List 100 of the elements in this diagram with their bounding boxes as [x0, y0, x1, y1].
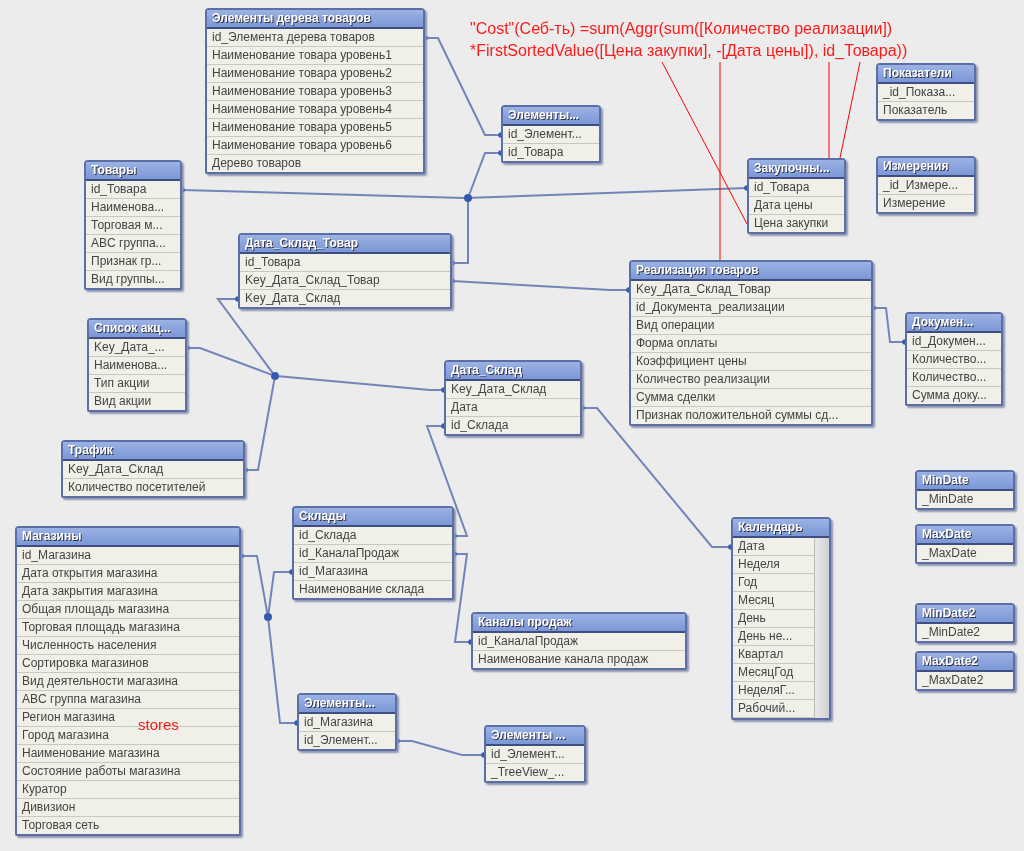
field-name: Торговая площадь магазина — [22, 619, 180, 636]
table-title: MaxDate — [922, 526, 972, 543]
table-box — [915, 524, 1015, 564]
field-name: _MaxDate — [922, 545, 977, 562]
field-name: id_Элемента дерева товаров — [212, 29, 375, 46]
field-name: Численность населения — [22, 637, 157, 654]
table-title: Дата_Склад_Товар — [245, 235, 358, 252]
field-name: Key_Дата_Склад — [68, 461, 164, 478]
field-name: Цена закупки — [754, 215, 829, 232]
field-name: НеделяГ... — [738, 682, 795, 699]
table-box — [238, 233, 452, 309]
field-name: _MaxDate2 — [922, 672, 984, 689]
field-name: id_Элемент... — [304, 732, 378, 749]
field-name: Дивизион — [22, 799, 76, 816]
field-name: ABC группа... — [91, 235, 166, 252]
leader-line — [828, 61, 830, 159]
field-name: id_КаналаПродаж — [478, 633, 579, 650]
field-name: Key_Дата_Склад — [245, 290, 341, 307]
table-box — [84, 160, 182, 290]
field-name: День — [738, 610, 766, 627]
table-title: Список акц... — [94, 320, 171, 337]
field-name: id_Товара — [508, 144, 564, 161]
field-name: Количество... — [912, 369, 987, 386]
field-name: Признак гр... — [91, 253, 162, 270]
field-name: Наименование товара уровень2 — [212, 65, 392, 82]
field-name: Сортировка магазинов — [22, 655, 149, 672]
table-title: Реализация товаров — [636, 262, 759, 279]
table-box — [471, 612, 687, 670]
field-name: Вид группы... — [91, 271, 165, 288]
table-box — [629, 260, 873, 426]
table-title: Дата_Склад — [451, 362, 523, 379]
table-title: MinDate2 — [922, 605, 976, 622]
formula-annotation: "Cost"(Себ-ть) =sum(Aggr(sum([Количество реализации]) *FirstSortedValue([Цена закупки], -[Дата цены]), id_Товара)) — [470, 18, 955, 62]
table-box — [297, 693, 397, 751]
field-name: id_Товара — [91, 181, 147, 198]
connector-line — [425, 423, 469, 539]
field-name: Дата закрытия магазина — [22, 583, 158, 600]
table-title: MinDate — [922, 472, 969, 489]
field-name: Торговая сеть — [22, 817, 100, 834]
table-title: Закупочны... — [754, 160, 830, 177]
field-name: id_Товара — [245, 254, 301, 271]
table-title: Элементы... — [508, 107, 580, 124]
table-title: Докумен... — [912, 314, 974, 331]
table-box — [747, 158, 846, 234]
field-name: Количество... — [912, 351, 987, 368]
table-box — [61, 440, 245, 498]
field-name: Рабочий... — [738, 700, 796, 717]
field-name: Неделя — [738, 556, 780, 573]
field-name: Наименова... — [94, 357, 168, 374]
field-name: id_Элемент... — [491, 746, 565, 763]
annotation-text: stores — [138, 716, 179, 733]
field-name: _id_Измере... — [883, 177, 959, 194]
field-name: Key_Дата_Склад_Товар — [245, 272, 380, 289]
field-name: Состояние работы магазина — [22, 763, 181, 780]
field-name: Наименование товара уровень5 — [212, 119, 392, 136]
table-box — [731, 517, 831, 720]
table-box — [905, 312, 1003, 406]
table-box — [876, 63, 976, 121]
junction-dot — [271, 372, 279, 380]
field-name: Признак положительной суммы сд... — [636, 407, 839, 424]
table-title: Склады — [299, 508, 346, 525]
field-name: id_Склада — [299, 527, 357, 544]
field-name: Показатель — [883, 102, 948, 119]
field-name: _MinDate2 — [922, 624, 981, 641]
field-name: Форма оплаты — [636, 335, 718, 352]
field-name: Количество реализации — [636, 371, 770, 388]
field-name: id_Докумен... — [912, 333, 986, 350]
field-name: МесяцГод — [738, 664, 794, 681]
field-name: Торговая м... — [91, 217, 163, 234]
table-box — [205, 8, 425, 174]
leader-line — [719, 61, 721, 261]
table-title: Показатели — [883, 65, 952, 82]
field-name: id_Элемент... — [508, 126, 582, 143]
field-name: Наименование товара уровень1 — [212, 47, 392, 64]
table-title: Каналы продаж — [478, 614, 572, 631]
field-name: Количество посетителей — [68, 479, 206, 496]
field-name: id_Документа_реализации — [636, 299, 785, 316]
junction-dot — [264, 613, 272, 621]
table-box — [915, 470, 1015, 510]
field-name: _TreeView_... — [491, 764, 565, 781]
field-name: Дерево товаров — [212, 155, 302, 172]
field-name: Сумма доку... — [912, 387, 987, 404]
field-name: Вид деятельности магазина — [22, 673, 179, 690]
field-name: id_Склада — [451, 417, 509, 434]
field-name: День не... — [738, 628, 793, 645]
field-name: Наименова... — [91, 199, 165, 216]
table-box — [87, 318, 187, 412]
table-title: Трафик — [68, 442, 113, 459]
field-name: Key_Дата_... — [94, 339, 165, 356]
table-title: Календарь — [738, 519, 803, 536]
table-title: MaxDate2 — [922, 653, 979, 670]
field-name: Вид акции — [94, 393, 152, 410]
field-name: Тип акции — [94, 375, 150, 392]
table-box — [484, 725, 586, 783]
field-name: Город магазина — [22, 727, 109, 744]
table-title: Магазины — [22, 528, 82, 545]
field-name: Общая площадь магазина — [22, 601, 170, 618]
table-box — [876, 156, 976, 214]
table-title: Элементы ... — [491, 727, 566, 744]
field-name: Дата — [451, 399, 478, 416]
